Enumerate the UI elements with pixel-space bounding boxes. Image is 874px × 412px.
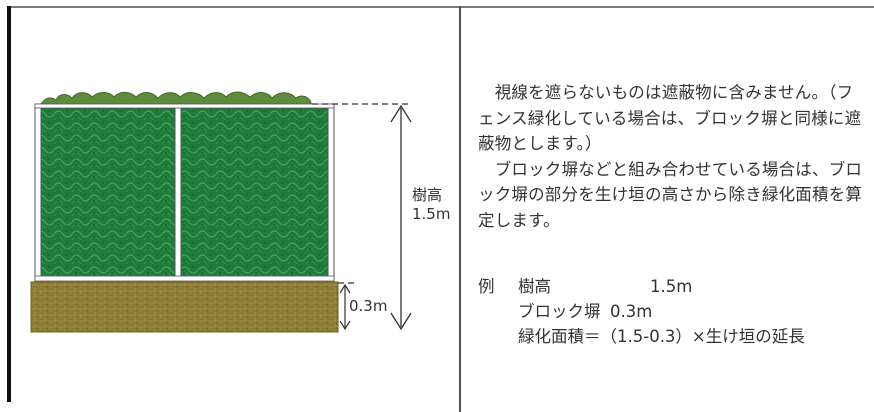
block-wall [30,281,339,333]
description-paragraph-1: 視線を遮らないものは遮蔽物に含みません。（フェンス緑化している場合は、ブロック塀… [478,83,862,153]
example-formula: 緑化面積＝（1.5-0.3）×生け垣の延長 [518,327,805,346]
tree-height-label-title: 樹高 [412,186,443,204]
block-height-arrow-top [339,283,351,294]
fence-post-middle [174,103,182,283]
description-text: 視線を遮らないものは遮蔽物に含みません。（フェンス緑化している場合は、ブロック塀… [478,80,870,233]
frame-top-border [8,6,874,8]
tree-height-label: 樹高 1.5m [412,186,450,224]
example-prefix: 例 [478,277,495,296]
example-tree-height-key: 樹高 [518,277,551,296]
fence-bottom-rail [34,275,335,282]
example-row-1: 例 樹高 1.5m [478,274,805,299]
panel-divider [459,6,461,412]
tree-height-arrow-bottom [390,312,412,331]
tree-height-arrow-top [390,104,412,123]
example-tree-height-value: 1.5m [650,277,693,296]
hedge-top-foliage [39,91,313,107]
example-block-value: 0.3m [610,302,653,321]
example-block-key: ブロック塀 [518,302,601,321]
example-block: 例 樹高 1.5m ブロック塀 0.3m 緑化面積＝（1.5-0.3）×生け垣の延長 [478,274,805,349]
block-height-arrow-bottom [339,320,351,331]
example-row-2: ブロック塀 0.3m [478,299,805,324]
hedge-body [36,105,334,279]
fence-post-right [327,103,335,283]
tree-height-label-value: 1.5m [412,205,451,223]
fence-post-left [34,103,42,283]
frame-left-border [7,6,11,402]
fence-top-rail [34,103,335,109]
description-paragraph-2: ブロック塀などと組み合わせている場合は、ブロック塀の部分を生け垣の高さから除き緑… [478,159,863,230]
block-height-label: 0.3m [349,297,388,315]
